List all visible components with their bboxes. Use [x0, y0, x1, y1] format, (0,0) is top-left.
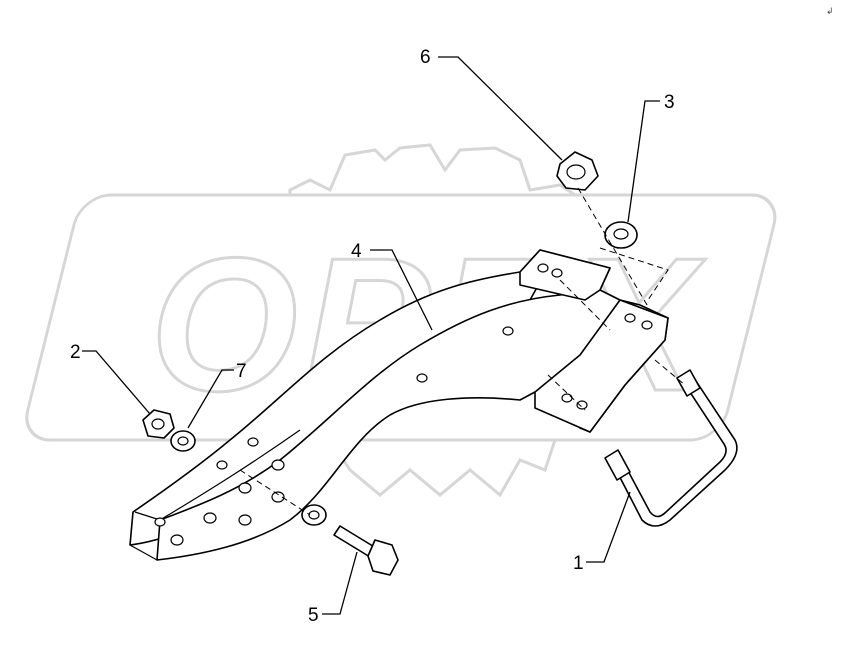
washer-bore: [177, 436, 189, 446]
bracket-hole: [271, 491, 285, 503]
leader-line-7: [187, 369, 234, 429]
callout-7: 7: [236, 361, 247, 382]
bracket-hole: [537, 263, 549, 273]
assembly-axis: [654, 359, 686, 386]
bracket-hole: [247, 437, 259, 447]
washer-icon: [604, 221, 638, 249]
bracket-hole: [170, 534, 184, 546]
leader-line-6: [438, 56, 563, 161]
assembly-axes: [239, 187, 686, 516]
leader-line-2: [82, 350, 151, 415]
bracket-hole: [624, 313, 636, 323]
bracket-hole: [502, 326, 514, 336]
hex-bolt-icon: [301, 504, 399, 576]
washer-bore: [613, 228, 629, 240]
bracket-hole: [641, 320, 653, 330]
leader-lines: [82, 56, 660, 615]
hex-nut-icon: [556, 151, 599, 191]
lock-nut-icon: [142, 409, 175, 439]
watermark-gear-outline: [288, 143, 580, 197]
callout-3: 3: [664, 92, 675, 113]
u-bolt-icon: [604, 369, 738, 527]
callout-6: 6: [420, 47, 431, 68]
hex-bolt-head: [367, 539, 399, 576]
bracket-hole: [576, 400, 588, 410]
bolt-washer-bore: [308, 510, 320, 520]
assembly-axis: [599, 247, 669, 301]
callout-1: 1: [573, 553, 584, 574]
callout-4: 4: [351, 241, 362, 262]
leader-line-5: [322, 551, 358, 615]
hex-nut-bore: [566, 164, 586, 180]
curved-bracket-icon: [129, 249, 669, 561]
u-bolt-thread-top: [676, 369, 701, 397]
assembly-axis: [547, 374, 586, 411]
bracket-hole: [416, 373, 428, 383]
bracket-inner-edge: [129, 429, 301, 561]
bracket-hole: [154, 517, 166, 527]
callout-2: 2: [70, 342, 81, 363]
leader-line-1: [586, 491, 631, 563]
bracket-hole: [216, 460, 228, 470]
bracket-top-flange: [519, 249, 611, 301]
leader-line-3: [627, 100, 660, 223]
assembly-axis: [559, 279, 611, 331]
callout-labels: 6 3 4 2 7 5 1: [70, 47, 675, 626]
bracket-hole: [561, 393, 573, 403]
watermark-gear-bottom: [328, 439, 557, 498]
bracket-hole: [203, 512, 217, 524]
bracket-hole: [238, 482, 252, 494]
assembly-axis: [577, 187, 651, 311]
leader-line-4: [370, 249, 433, 331]
bracket-hole: [238, 514, 252, 526]
lock-nut-bore: [151, 418, 165, 430]
corner-mark: ↲: [826, 6, 834, 16]
bracket-hole: [271, 459, 285, 471]
callout-5: 5: [308, 605, 319, 626]
assembly-axis: [239, 469, 311, 516]
bracket-hole: [551, 268, 563, 278]
bracket-holes: [154, 263, 653, 546]
u-bolt-thread-bottom: [604, 449, 631, 481]
washer-icon: [170, 430, 196, 452]
watermark-rounded-frame: [25, 193, 777, 442]
